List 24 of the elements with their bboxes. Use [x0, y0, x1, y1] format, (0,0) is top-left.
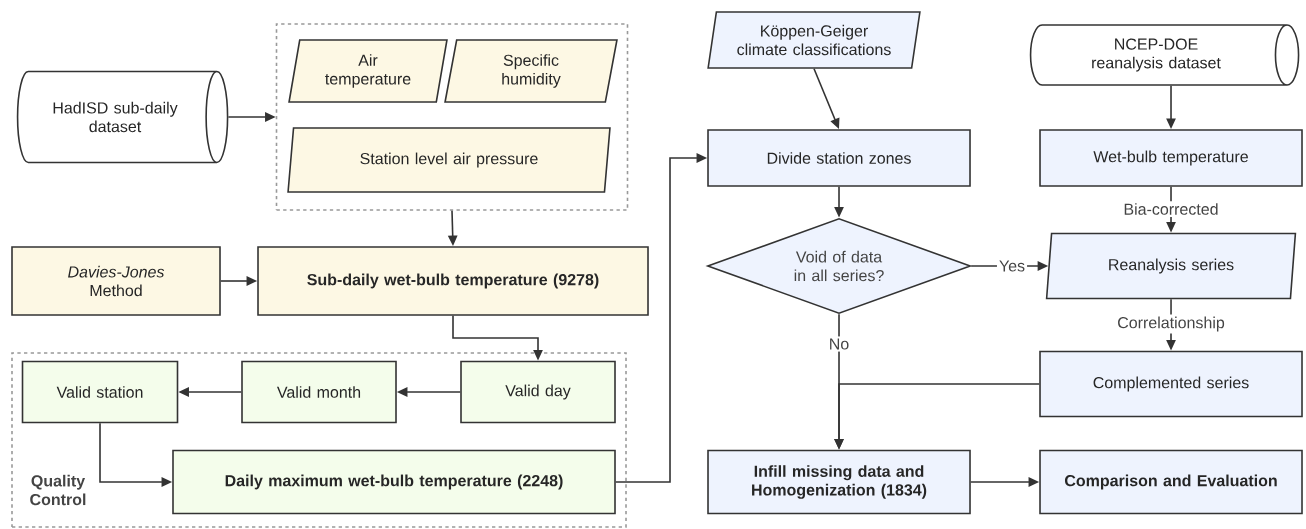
data-parallelogram: Air temperature	[288, 39, 448, 103]
database-cylinder: NCEP-DOE reanalysis dataset	[1029, 24, 1300, 86]
process-box: Daily maximum wet-bulb temperature (2248)	[172, 449, 616, 515]
process-box: Sub-daily wet-bulb temperature (9278)	[257, 246, 649, 316]
process-box: Complemented series	[1039, 350, 1303, 418]
data-parallelogram: Köppen-Geiger climate classifications	[707, 11, 921, 69]
process-box: Infill missing data and Homogenization (1834)	[707, 449, 971, 515]
database-cylinder: HadISD sub-daily dataset	[16, 70, 229, 164]
edge-label: No	[826, 336, 852, 352]
process-box: Davies-Jones Method	[11, 246, 221, 316]
data-parallelogram: Reanalysis series	[1045, 232, 1297, 300]
process-box: Comparison and Evaluation	[1039, 449, 1303, 515]
edge-label: Correlationship	[1115, 314, 1227, 334]
dotted-group-frame	[275, 23, 629, 211]
process-box: Valid station	[21, 360, 179, 424]
edge-label: Bia-corrected	[1121, 201, 1221, 217]
data-parallelogram: Station level air pressure	[287, 127, 611, 193]
process-box: Valid day	[460, 360, 616, 424]
group-label: Quality Control	[30, 474, 86, 506]
data-parallelogram: Specific humidity	[444, 39, 618, 103]
process-box: Wet-bulb temperature	[1039, 129, 1303, 187]
process-box: Divide station zones	[707, 129, 971, 187]
edge-label: Yes	[996, 258, 1028, 274]
process-box: Valid month	[241, 360, 397, 424]
